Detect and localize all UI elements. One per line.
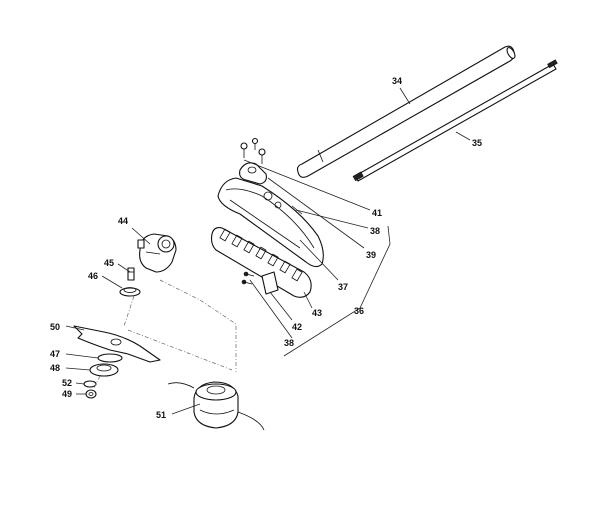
part-labels: 34 35 41 39 38 37 36 43 42 38 44 45 46 5… [50, 76, 482, 420]
label-42: 42 [292, 322, 302, 332]
label-37: 37 [338, 282, 348, 292]
label-47: 47 [50, 349, 60, 359]
alignment-lines [93, 279, 237, 389]
part-37-guard [217, 177, 324, 268]
part-34-drive-tube [296, 45, 516, 178]
part-38-screws-top [240, 137, 266, 164]
part-43-guard-lower [210, 227, 312, 298]
part-50-blade [73, 325, 161, 363]
leader-lines [65, 87, 471, 415]
label-34: 34 [392, 76, 402, 86]
label-49: 49 [62, 389, 72, 399]
part-35-drive-shaft [352, 59, 558, 182]
part-38-screws-bottom [241, 271, 255, 285]
label-43: 43 [312, 308, 322, 318]
part-48-cup [89, 363, 119, 377]
label-38-top: 38 [370, 226, 380, 236]
part-51-trimmer-head [167, 381, 265, 431]
part-39-clamp [239, 162, 267, 185]
part-47-washer [97, 353, 123, 363]
label-36: 36 [354, 306, 364, 316]
label-44: 44 [118, 216, 128, 226]
label-48: 48 [50, 363, 60, 373]
label-50: 50 [50, 322, 60, 332]
label-38-bottom: 38 [284, 338, 294, 348]
group-36-bracket [283, 225, 391, 357]
label-41: 41 [372, 208, 382, 218]
part-42-line-cutter [261, 271, 279, 295]
label-51: 51 [156, 410, 166, 420]
label-39: 39 [366, 250, 376, 260]
label-45: 45 [104, 258, 114, 268]
part-45-shaft-pin [127, 267, 135, 281]
part-49-nut [85, 389, 97, 399]
label-35: 35 [472, 138, 482, 148]
label-52: 52 [62, 378, 72, 388]
label-46: 46 [88, 271, 98, 281]
part-46-flange [119, 287, 141, 297]
part-52-washer-small [83, 380, 97, 388]
part-44-gear-head [137, 233, 177, 273]
